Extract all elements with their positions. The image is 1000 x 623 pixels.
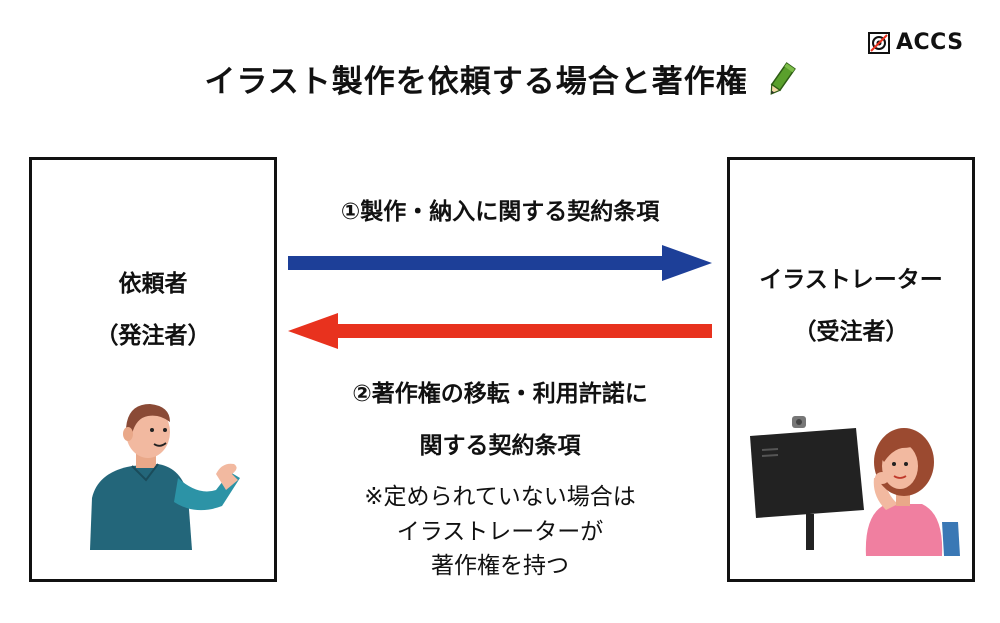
title-text: イラスト製作を依頼する場合と著作権 xyxy=(204,64,748,100)
client-name: 依頼者 xyxy=(118,271,188,297)
client-role: （発注者） xyxy=(95,323,211,349)
illustrator-role: （受注者） xyxy=(793,319,909,345)
default-rule-note: ※定められていない場合は イラストレーターが 著作権を持つ xyxy=(280,480,720,584)
accs-logo-icon xyxy=(868,31,890,54)
backward-flow-label-line1: ②著作権の移転・利用許諾に xyxy=(352,381,648,407)
note-line2: イラストレーターが xyxy=(396,518,604,545)
client-box: 依頼者 （発注者） xyxy=(29,157,277,582)
pencil-icon xyxy=(766,61,796,107)
backward-arrow xyxy=(288,313,712,349)
woman-at-computer-illustration xyxy=(746,406,972,560)
note-line1: ※定められていない場合は xyxy=(364,484,636,510)
note-line3: 著作権を持つ xyxy=(431,553,569,579)
logo-text: ACCS xyxy=(896,30,964,55)
accs-logo: ACCS xyxy=(868,30,964,55)
illustrator-box: イラストレーター （受注者） xyxy=(727,157,975,582)
page-title: イラスト製作を依頼する場合と著作権 xyxy=(0,56,1000,107)
man-pointing-illustration xyxy=(70,400,240,554)
backward-flow-label-line2: 関する契約条項 xyxy=(419,433,581,459)
forward-flow-label: ①製作・納入に関する契約条項 xyxy=(340,199,660,225)
illustrator-name: イラストレーター xyxy=(759,267,943,293)
forward-arrow xyxy=(288,245,712,281)
